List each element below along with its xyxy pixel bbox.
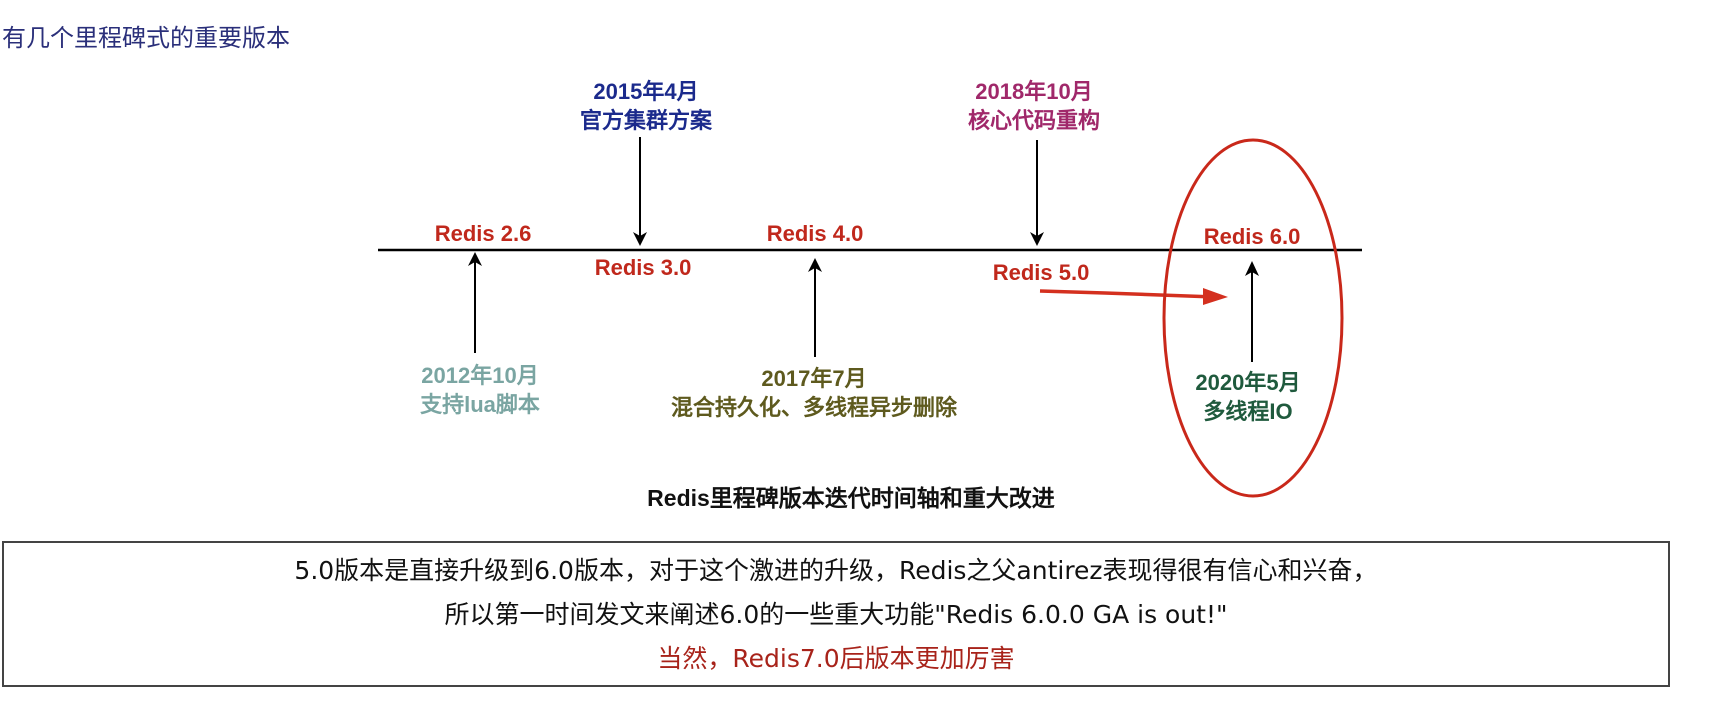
version-label-6-0: Redis 6.0 (1203, 224, 1301, 249)
milestone-feature: 核心代码重构 (967, 108, 1101, 133)
version-label-4-0: Redis 4.0 (766, 221, 864, 246)
milestone-date: 2015年4月 (593, 79, 699, 104)
summary-line-3: 当然，Redis7.0后版本更加厉害 (657, 644, 1015, 673)
arrow-up-icon (1245, 261, 1259, 362)
milestone-date: 2018年10月 (975, 79, 1093, 104)
milestone-2020: 2020年5月 多线程IO (1195, 368, 1300, 426)
arrow-down-icon (633, 137, 647, 246)
milestone-feature: 混合持久化、多线程异步删除 (670, 395, 958, 420)
milestone-feature: 支持lua脚本 (420, 392, 540, 417)
highlight-ellipse (1162, 138, 1344, 498)
milestone-date: 2017年7月 (761, 366, 867, 391)
arrow-down-icon (1030, 140, 1044, 246)
summary-line-1: 5.0版本是直接升级到6.0版本，对于这个激进的升级，Redis之父antire… (294, 556, 1378, 585)
version-label-2-6: Redis 2.6 (434, 221, 532, 246)
summary-line-2: 所以第一时间发文来阐述6.0的一些重大功能"Redis 6.0.0 GA is … (444, 600, 1228, 629)
arrow-up-icon (468, 252, 482, 353)
milestone-date: 2020年5月 (1195, 370, 1301, 395)
milestone-date: 2012年10月 (421, 363, 539, 388)
red-arrow-icon (1039, 288, 1228, 305)
diagram-title: Redis里程碑版本迭代时间轴和重大改进 (647, 485, 1055, 511)
version-label-3-0: Redis 3.0 (594, 255, 692, 280)
milestone-2017: 2017年7月 混合持久化、多线程异步删除 (671, 364, 957, 422)
milestone-feature: 官方集群方案 (579, 108, 713, 133)
page-heading: 有几个里程碑式的重要版本 (2, 26, 290, 52)
milestone-feature: 多线程IO (1203, 399, 1293, 424)
arrow-up-icon (808, 258, 822, 357)
version-label-5-0: Redis 5.0 (992, 260, 1090, 285)
milestone-2012: 2012年10月 支持lua脚本 (420, 361, 540, 419)
milestone-2015: 2015年4月 官方集群方案 (580, 77, 712, 135)
milestone-2018: 2018年10月 核心代码重构 (968, 77, 1100, 135)
summary-box: 5.0版本是直接升级到6.0版本，对于这个激进的升级，Redis之父antire… (2, 541, 1670, 687)
